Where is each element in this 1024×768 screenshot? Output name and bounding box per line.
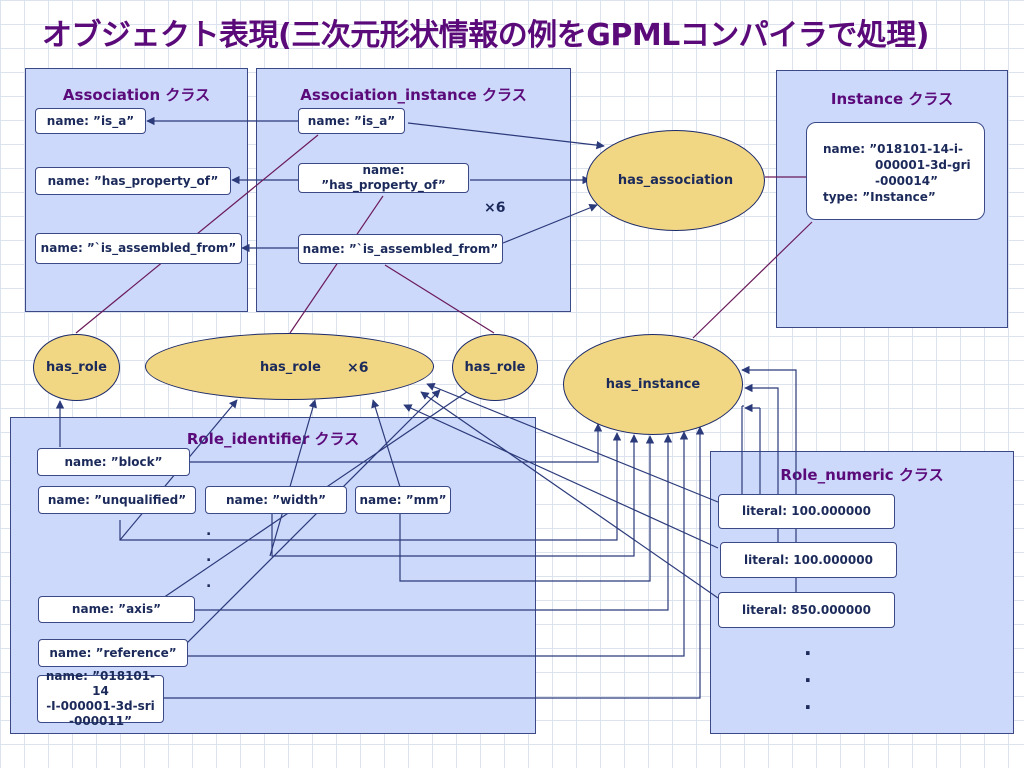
- has-association-ellipse: has_association: [586, 130, 765, 231]
- link-literal2-instance: [744, 383, 779, 542]
- role-identifier-sri-line1: name: ”018101-14: [45, 669, 156, 698]
- link-axis-instance: [195, 434, 673, 611]
- instance-type: type: ”Instance”: [823, 190, 936, 204]
- has-role-center-multiplier: ×6: [347, 360, 369, 376]
- role-identifier-sri-line2: -I-000001-3d-sri: [46, 699, 155, 713]
- role-identifier-ellipsis-3: .: [206, 575, 212, 591]
- instance-name-line3: -000014”: [875, 174, 938, 188]
- role-numeric-literal-2: literal: 100.000000: [720, 542, 897, 578]
- link-width-role: [269, 399, 317, 557]
- instance-name-line1: name: ”018101-14-i-: [823, 142, 963, 156]
- association-is-a: name: ”is_a”: [35, 108, 146, 134]
- has-role-center-label: has_role: [260, 360, 321, 375]
- role-identifier-ellipsis-1: .: [206, 523, 212, 539]
- role-identifier-unqualified: name: ”unqualified”: [38, 486, 196, 514]
- role-numeric-ellipsis-2: .: [804, 663, 812, 687]
- link-block-instance: [190, 423, 603, 463]
- role-link-instance-has-instance: [692, 221, 813, 339]
- association-panel-title: Association クラス: [62, 86, 211, 104]
- association-has-property-of: name: ”has_property_of”: [35, 167, 231, 195]
- role-numeric-literal-1: literal: 100.000000: [718, 494, 895, 529]
- has-role-right-ellipse: has_role: [452, 334, 538, 401]
- role-identifier-ellipsis-2: .: [206, 549, 212, 565]
- association-instance-is-assembled-from: name: ”`is_assembled_from”: [298, 234, 503, 264]
- association-instance-is-a: name: ”is_a”: [298, 108, 405, 134]
- link-to-has-association-3: [502, 203, 598, 244]
- association-instance-has-property-of: name: ”has_property_of”: [298, 163, 469, 193]
- role-identifier-block: name: ”block”: [37, 448, 190, 476]
- link-mm-instance: [399, 435, 655, 582]
- role-identifier-sri-line3: -000011”: [69, 714, 132, 728]
- association-instance-panel-title: Association_instance クラス: [300, 86, 527, 104]
- role-numeric-panel-title: Role_numeric クラス: [780, 466, 944, 484]
- role-numeric-ellipsis-3: .: [804, 690, 812, 714]
- role-identifier-reference: name: ”reference”: [38, 639, 188, 667]
- instance-box: name: ”018101-14-i- 000001-3d-gri -00001…: [806, 122, 985, 220]
- has-instance-ellipse: has_instance: [563, 334, 743, 435]
- role-numeric-ellipsis-1: .: [804, 636, 812, 660]
- role-link-assembled: [384, 264, 495, 334]
- link-reference-role: [169, 389, 441, 661]
- slide-title: オブジェクト表現(三次元形状情報の例をGPMLコンパイラで処理): [42, 18, 930, 53]
- link-to-has-association-1: [407, 122, 605, 150]
- link-reference-instance: [188, 431, 689, 657]
- role-identifier-axis: name: ”axis”: [38, 596, 195, 623]
- link-unqualified-instance: [119, 432, 622, 541]
- role-link-has-property: [289, 195, 384, 334]
- has-role-left-ellipse: has_role: [33, 334, 120, 401]
- link-literal2-role: [403, 404, 719, 549]
- role-identifier-mm: name: ”mm”: [355, 486, 451, 514]
- association-instance-multiplier: ×6: [484, 200, 506, 216]
- association-is-assembled-from: name: ”`is_assembled_from”: [35, 233, 242, 264]
- role-identifier-panel-title: Role_identifier クラス: [186, 430, 360, 448]
- instance-name-line2: 000001-3d-gri: [875, 158, 971, 172]
- role-identifier-sri: name: ”018101-14 -I-000001-3d-sri -00001…: [37, 669, 164, 728]
- link-literal1-role: [426, 382, 719, 503]
- role-identifier-width: name: ”width”: [205, 486, 347, 514]
- has-role-center-ellipse: has_role ×6: [145, 333, 434, 400]
- link-width-instance: [271, 434, 639, 557]
- link-sri-instance: [164, 426, 705, 699]
- role-numeric-literal-3: literal: 850.000000: [718, 592, 895, 628]
- instance-panel-title: Instance クラス: [830, 90, 954, 108]
